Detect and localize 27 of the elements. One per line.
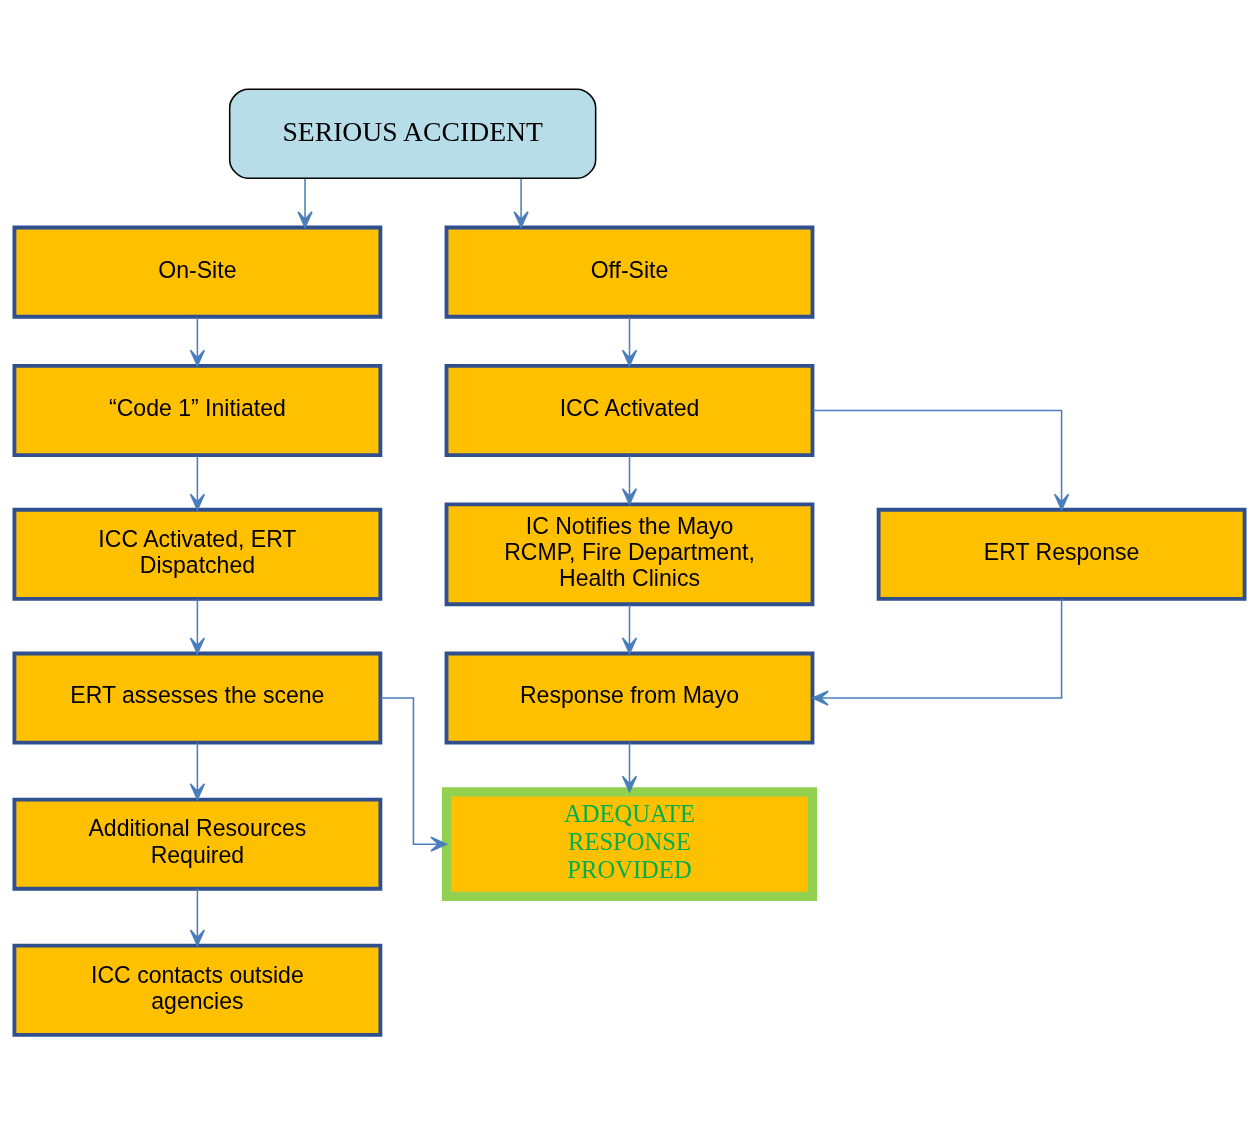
node-box: Response from Mayo [444, 651, 815, 745]
arrow [621, 453, 638, 505]
arrow [621, 316, 638, 366]
arrow [812, 409, 1070, 510]
arrow [621, 741, 638, 792]
arrow [189, 887, 206, 946]
node-box: ICC Activated, ERT Dispatched [12, 507, 383, 601]
node-box: ICC contacts outside agencies [12, 943, 383, 1037]
node-box: ADEQUATE RESPONSE PROVIDED [441, 786, 818, 901]
node-box: Additional Resources Required [12, 797, 383, 891]
node-box: SERIOUS ACCIDENT [228, 87, 597, 179]
arrow [189, 453, 206, 510]
arrow [189, 316, 206, 366]
arrow [189, 597, 206, 654]
arrow [812, 597, 1063, 706]
arrow [621, 603, 638, 654]
arrow [189, 741, 206, 800]
node-box: ICC Activated [444, 363, 815, 457]
arrow [513, 177, 529, 228]
arrow [297, 177, 313, 228]
node-box: IC Notifies the Mayo RCMP, Fire Department, Health Clinics [444, 501, 815, 606]
node-box: On-Site [12, 225, 383, 319]
node-box: “Code 1” Initiated [12, 363, 383, 457]
node-box: ERT assesses the scene [12, 651, 383, 745]
node-box: ERT Response [876, 507, 1247, 601]
node-box: Off-Site [444, 225, 815, 319]
arrow [379, 696, 448, 852]
